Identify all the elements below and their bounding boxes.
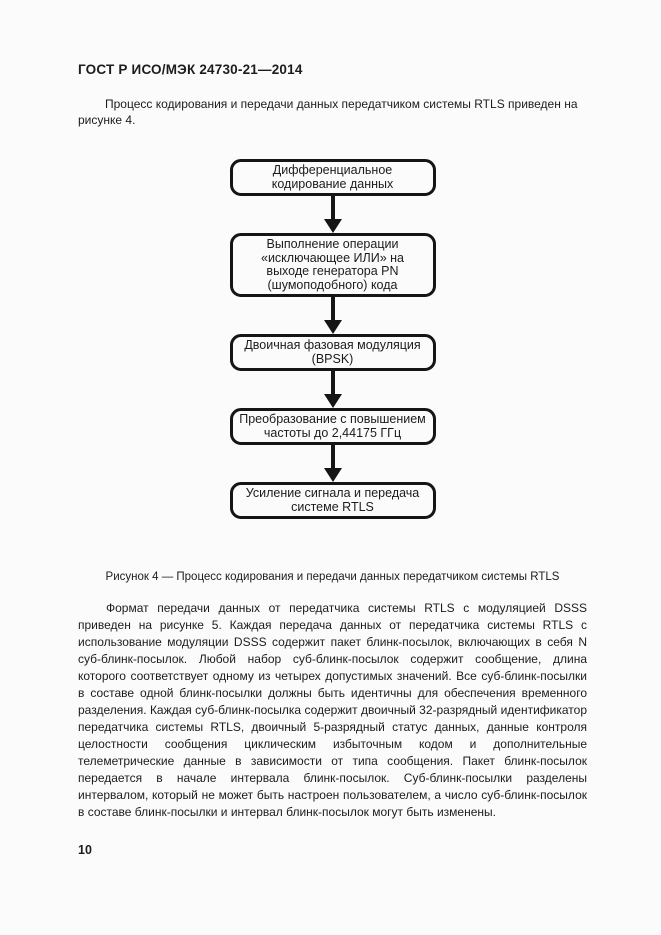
- flowchart-box-bpsk-modulation: Двоичная фазовая модуляция (BPSK): [229, 334, 436, 371]
- arrow-down-icon: [323, 371, 342, 408]
- page-content: ГОСТ Р ИСО/МЭК 24730-21—2014 Процесс код…: [78, 62, 587, 833]
- flowchart-box-xor-pn-generator: Выполнение операции «исключающее ИЛИ» на…: [229, 233, 436, 297]
- arrow-head: [323, 468, 342, 482]
- arrow-down-icon: [323, 196, 342, 233]
- flowchart-box-differential-coding: Дифференциальное кодирование данных: [229, 159, 436, 196]
- page-number: 10: [78, 843, 92, 857]
- arrow-shaft: [330, 297, 335, 320]
- arrow-shaft: [330, 445, 335, 468]
- intro-paragraph: Процесс кодирования и передачи данных пе…: [78, 97, 578, 127]
- figure-caption: Рисунок 4 — Процесс кодирования и переда…: [105, 571, 560, 583]
- flowchart-figure: Дифференциальное кодирование данных Выпо…: [229, 159, 436, 519]
- arrow-shaft: [330, 371, 335, 394]
- arrow-shaft: [330, 196, 335, 219]
- flowchart-box-frequency-upconversion: Преобразование с повышением частоты до 2…: [229, 408, 436, 445]
- arrow-head: [323, 394, 342, 408]
- body-paragraph: Формат передачи данных от передатчика си…: [78, 601, 587, 819]
- arrow-down-icon: [323, 445, 342, 482]
- arrow-down-icon: [323, 297, 342, 334]
- flowchart-box-signal-amplification: Усиление сигнала и передача системе RTLS: [229, 482, 436, 519]
- arrow-head: [323, 320, 342, 334]
- arrow-head: [323, 219, 342, 233]
- document-title: ГОСТ Р ИСО/МЭК 24730-21—2014: [78, 62, 303, 77]
